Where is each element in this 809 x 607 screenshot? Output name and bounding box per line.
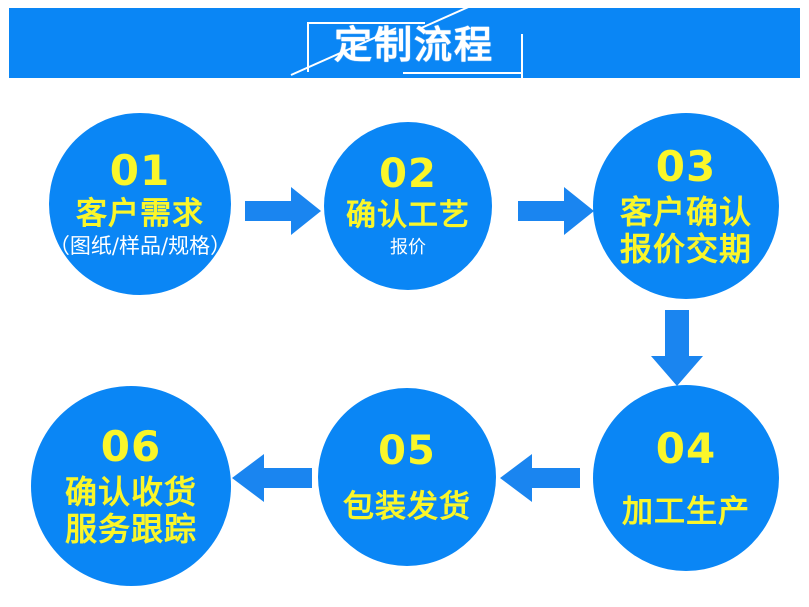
flow-node-05-line1: 包装发货 — [343, 488, 471, 525]
frame-top-horizontal-line — [307, 22, 425, 24]
flow-node-06-line1: 确认收货 — [64, 472, 197, 511]
flow-node-03-line2: 报价交期 — [619, 229, 752, 268]
arrow-left-icon-05-to-06 — [232, 454, 312, 502]
title-decorative-frame: 定制流程 — [290, 0, 530, 78]
flow-node-03-number: 03 — [655, 141, 717, 191]
arrow-left-icon-04-to-05 — [500, 454, 580, 502]
frame-bottom-horizontal-line — [403, 72, 523, 74]
flow-node-01-sub: （图纸/样品/规格） — [48, 234, 232, 259]
flow-node-04[interactable]: 04 加工生产 — [593, 385, 779, 571]
arrow-right-icon-02-to-03 — [518, 187, 594, 235]
flow-node-02[interactable]: 02 确认工艺 报价 — [324, 122, 492, 290]
arrow-down-icon-03-to-04 — [651, 310, 703, 386]
frame-left-vertical-line — [307, 22, 309, 72]
arrow-right-icon-01-to-02 — [245, 187, 321, 235]
flow-node-02-number: 02 — [379, 151, 437, 198]
flow-node-04-line1: 加工生产 — [622, 493, 750, 530]
page-title: 定制流程 — [333, 23, 494, 67]
flow-node-01-line1: 客户需求 — [76, 195, 204, 232]
flow-node-03[interactable]: 03 客户确认 报价交期 — [593, 113, 779, 299]
flow-node-02-sub: 报价 — [390, 236, 426, 258]
flow-node-05[interactable]: 05 包装发货 — [318, 388, 496, 566]
frame-right-vertical-line — [521, 34, 523, 78]
flow-node-04-number: 04 — [655, 423, 717, 473]
flow-node-01[interactable]: 01 客户需求 （图纸/样品/规格） — [49, 113, 231, 295]
flow-node-02-line1: 确认工艺 — [346, 198, 470, 234]
flow-node-06[interactable]: 06 确认收货 服务跟踪 — [31, 386, 231, 586]
flow-node-03-line1: 客户确认 — [619, 192, 752, 231]
header-band: 定制流程 — [9, 0, 800, 78]
flow-node-06-number: 06 — [100, 421, 162, 471]
flow-node-05-number: 05 — [378, 427, 436, 474]
flow-node-06-line2: 服务跟踪 — [64, 509, 197, 548]
flow-node-01-number: 01 — [109, 145, 171, 195]
